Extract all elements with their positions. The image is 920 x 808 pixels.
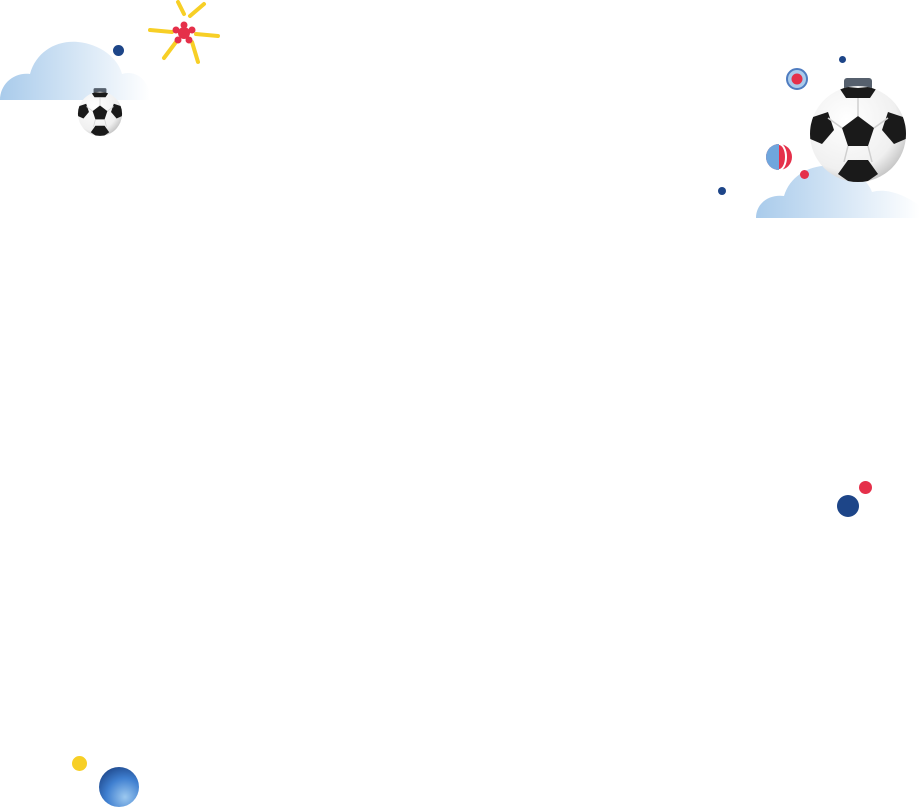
top-right-cloud (756, 162, 920, 220)
navy-dot (837, 495, 859, 517)
soccer-ball-icon (810, 78, 906, 182)
half-ball-icon (766, 143, 792, 171)
soccer-ball-icon (77, 88, 123, 136)
cloud-icon (756, 165, 920, 218)
sparkle-icon (148, 0, 220, 64)
sparkle (148, 0, 220, 66)
red-dot (800, 170, 809, 179)
navy-dot (113, 45, 124, 56)
navy-dot (718, 187, 726, 195)
bubble-icon (786, 68, 808, 90)
yellow-dot (72, 756, 87, 771)
top-left-cloud (0, 40, 150, 102)
bubble (786, 68, 808, 90)
red-dot (859, 481, 872, 494)
small-soccer-ball (77, 88, 123, 136)
half-ball (765, 143, 793, 171)
cloud-icon (0, 41, 150, 100)
sphere-icon (99, 767, 139, 807)
navy-dot (839, 56, 846, 63)
large-soccer-ball (806, 78, 910, 182)
blue-sphere (98, 766, 140, 808)
